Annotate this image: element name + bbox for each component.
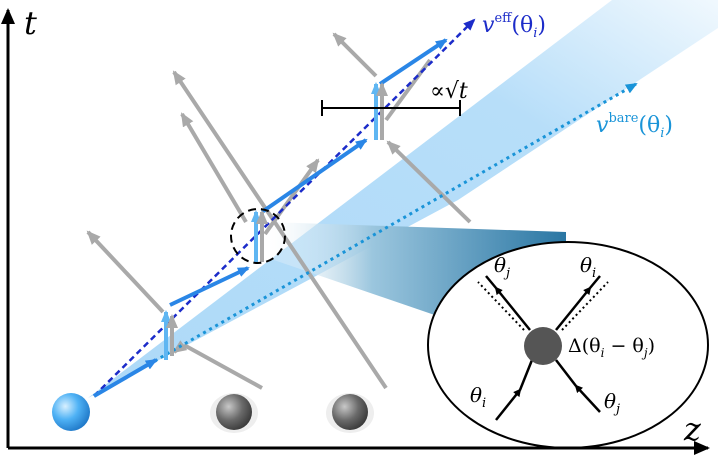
background-particle: [332, 394, 368, 430]
dotted-guide: [561, 281, 609, 331]
velocity-symbol: v: [482, 13, 495, 38]
grey-trajectory: [183, 343, 263, 390]
incoming-line: [574, 384, 601, 413]
spread-cone: [88, 0, 718, 398]
grey-trajectory: [332, 32, 378, 78]
scattering-vertex: [524, 327, 562, 365]
particles: [52, 393, 374, 433]
spread-variable: t: [459, 79, 468, 104]
tracer-trajectory: [92, 38, 448, 398]
incoming-line: [555, 359, 577, 387]
angle-subscript: i: [482, 396, 486, 411]
inset-label-bottom-left: θi: [470, 383, 486, 411]
proportional-symbol: ∝: [430, 79, 445, 104]
dotted-guide: [477, 281, 525, 331]
angle-symbol: θ: [470, 383, 482, 407]
inset-label-bottom-right: θj: [604, 389, 620, 417]
grey-trajectory: [86, 230, 165, 314]
trajectory-segment: [169, 266, 250, 307]
velocity-argument: (θ: [638, 113, 660, 138]
incoming-line: [495, 388, 522, 421]
effective-velocity-line: [93, 18, 476, 397]
spread-bar: [321, 100, 461, 116]
z-axis-label: z: [683, 410, 702, 448]
inset-label-top-right: θi: [580, 253, 596, 281]
angle-subscript: i: [592, 266, 596, 281]
angle-subscript: j: [613, 402, 620, 417]
velocity-argument: (θ: [511, 13, 533, 38]
outgoing-line: [555, 286, 592, 331]
velocity-superscript: bare: [608, 111, 638, 126]
angle-symbol: θ: [604, 389, 616, 413]
velocity-close: ): [664, 113, 673, 138]
grey-trajectory: [172, 70, 388, 390]
outgoing-line: [589, 275, 601, 289]
velocity-superscript: eff: [494, 11, 513, 26]
effective-velocity-label: veff(θi): [482, 11, 546, 41]
tracer-particle: [52, 393, 90, 431]
grey-trajectory: [386, 140, 472, 224]
trajectory-segment: [260, 138, 368, 214]
bare-velocity-label: vbare(θi): [596, 111, 673, 141]
velocity-symbol: v: [596, 113, 609, 138]
trajectory-segment: [92, 358, 158, 398]
grey-trajectory: [263, 158, 320, 236]
kernel-close: ): [648, 335, 655, 357]
grey-trajectory: [172, 340, 188, 354]
outgoing-line: [485, 275, 497, 289]
velocity-close: ): [537, 13, 546, 38]
angle-symbol: θ: [494, 253, 506, 277]
scattering-kernel-label: Δ(θi − θj): [568, 335, 655, 360]
kernel-minus: − θ: [604, 335, 643, 357]
kernel-symbol: Δ(θ: [568, 335, 601, 357]
grey-trajectory: [180, 112, 248, 224]
kernel-subscript-2: j: [641, 346, 648, 360]
outgoing-line: [494, 286, 531, 331]
background-particle: [216, 394, 252, 430]
angle-subscript: j: [503, 266, 510, 281]
t-axis-label: t: [24, 4, 37, 42]
inset-label-top-left: θj: [494, 253, 510, 281]
sqrt-symbol: √: [445, 79, 460, 104]
angle-symbol: θ: [580, 253, 592, 277]
incoming-line: [518, 359, 534, 391]
velocity-subscript: i: [660, 126, 664, 141]
kernel-subscript-1: i: [601, 346, 605, 360]
spread-label: ∝√t: [430, 79, 468, 104]
trajectory-segment: [378, 38, 448, 86]
collision-highlight: [230, 208, 286, 264]
velocity-subscript: i: [533, 26, 537, 41]
